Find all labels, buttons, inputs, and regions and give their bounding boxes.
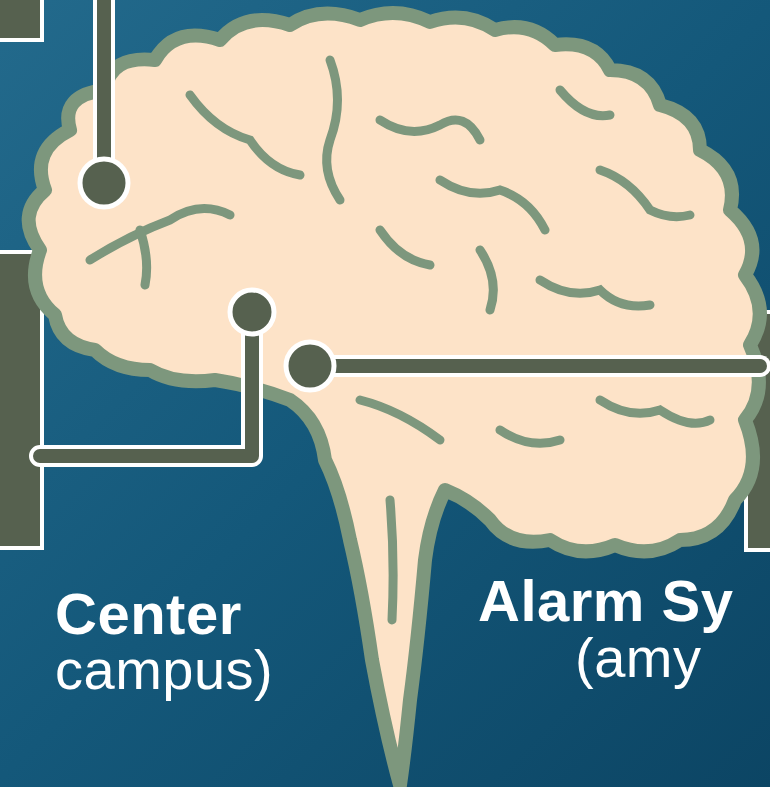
brain-outline — [29, 13, 760, 785]
pointer-dot — [230, 290, 274, 334]
icon-panel — [0, 0, 42, 40]
region-label: Center — [55, 585, 242, 643]
pointer-dot — [80, 159, 128, 207]
region-sublabel: (amy — [575, 630, 701, 686]
pointer-dot — [286, 342, 334, 390]
region-label: Alarm Sy — [478, 572, 733, 630]
region-sublabel: campus) — [55, 642, 273, 698]
